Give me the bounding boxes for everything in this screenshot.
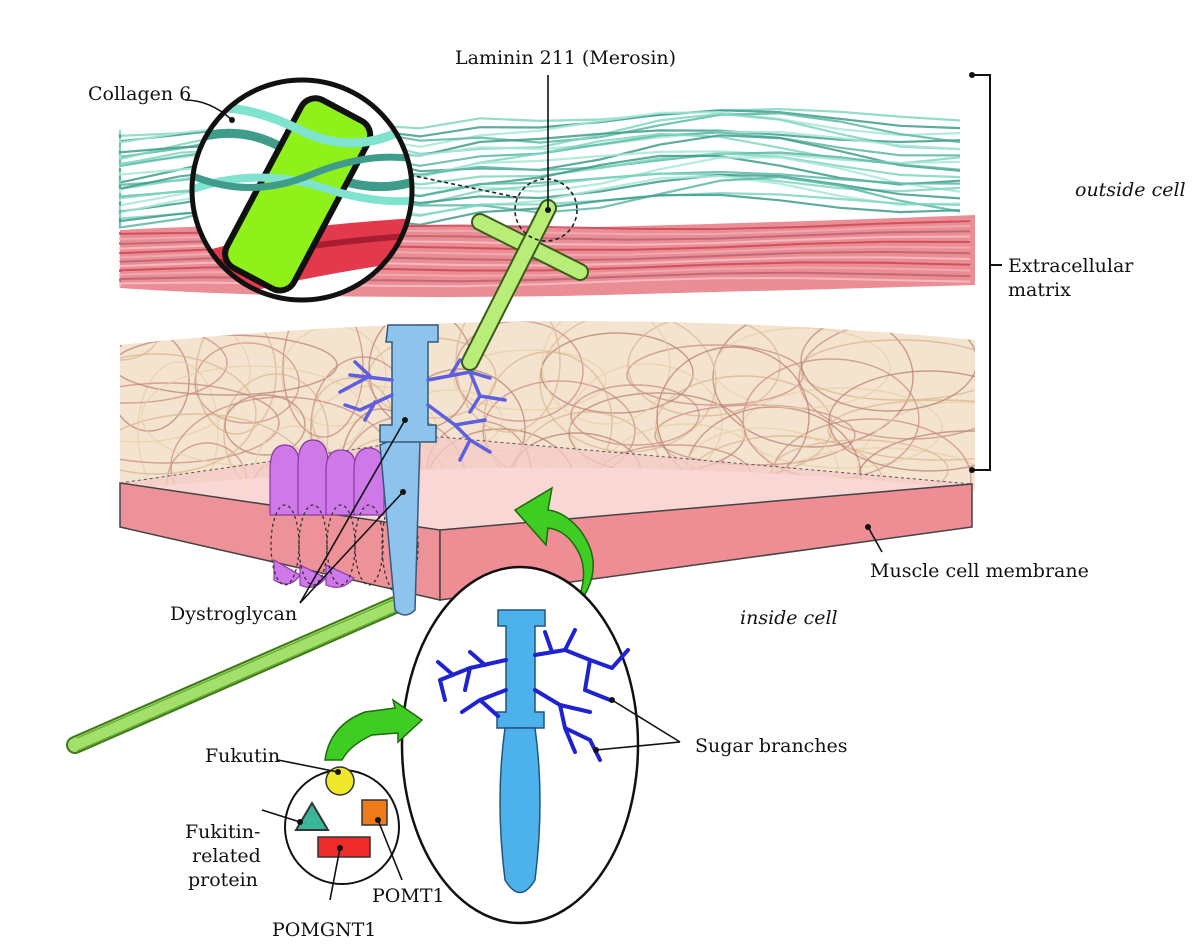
label-dystroglycan: Dystroglycan — [170, 603, 297, 625]
label-pomgnt1: POMGNT1 — [272, 919, 376, 941]
dystroglycan-protein — [338, 324, 507, 616]
label-collagen-6: Collagen 6 — [88, 83, 191, 105]
label-fkrp-line2: related — [192, 845, 261, 867]
pomt1-square-icon — [361, 799, 388, 826]
label-muscle-cell-membrane: Muscle cell membrane — [870, 560, 1089, 582]
label-extracellular: Extracellular — [1008, 255, 1134, 277]
label-inside-cell: inside cell — [740, 607, 838, 629]
fkrp-triangle-icon — [294, 801, 330, 831]
label-sugar-branches: Sugar branches — [695, 735, 848, 757]
collagen-zoom-inset — [189, 77, 521, 303]
enzymes-circle — [284, 766, 400, 885]
label-fukutin: Fukutin — [205, 745, 280, 767]
ecm-bracket — [969, 72, 1002, 473]
label-fkrp-line1: Fukitin- — [185, 821, 260, 843]
pomgnt1-rect-icon — [317, 836, 371, 858]
curved-arrow-to-membrane-icon — [513, 486, 594, 613]
leader-lines — [184, 75, 883, 901]
label-laminin-211: Laminin 211 (Merosin) — [455, 47, 676, 69]
fukutin-circle-icon — [325, 766, 355, 796]
cytoskeleton-rod — [66, 596, 404, 754]
label-fkrp-line3: protein — [188, 869, 258, 891]
label-matrix: matrix — [1008, 279, 1071, 301]
arrow-to-oval-icon — [324, 698, 424, 761]
label-pomt1: POMT1 — [372, 885, 445, 907]
label-outside-cell: outside cell — [1075, 179, 1186, 201]
glycosylated-dystroglycan-oval — [400, 565, 640, 925]
laminin-211-protein — [461, 178, 589, 371]
